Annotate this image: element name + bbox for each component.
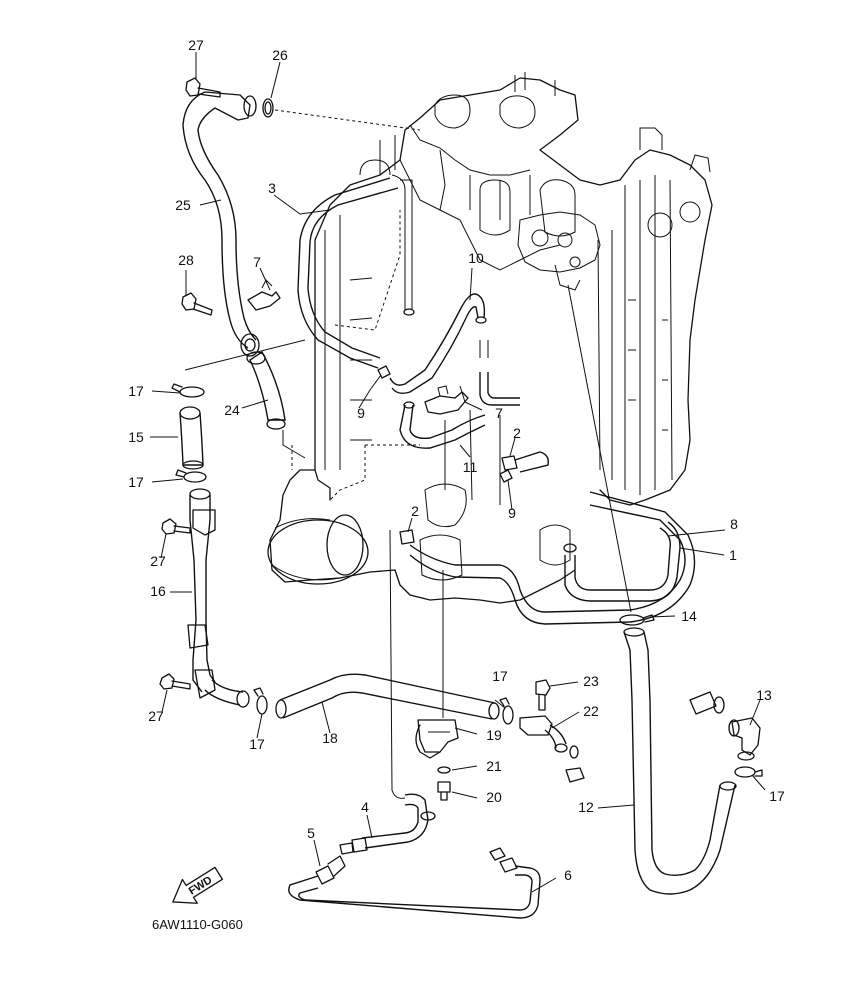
part-17-clamp-c — [253, 687, 268, 715]
part-22-elbow — [519, 715, 579, 759]
guide-line-4 — [389, 529, 406, 799]
callout-4: 4 — [361, 799, 369, 815]
part-18-hose — [275, 673, 500, 720]
part-17-clamp-e — [734, 766, 763, 778]
callout-24: 24 — [224, 402, 240, 418]
callout-27-mid: 27 — [150, 553, 166, 569]
part-27-bolt-top — [185, 77, 221, 98]
part-6-hose — [288, 847, 541, 919]
leader-lines — [150, 52, 766, 893]
part-11-hose — [399, 401, 486, 449]
part-4-hose — [339, 793, 436, 855]
callout-26: 26 — [272, 47, 288, 63]
callout-8: 8 — [730, 516, 738, 532]
part-26-o-ring — [262, 98, 274, 118]
part-20-bolt — [437, 781, 451, 801]
callout-20: 20 — [486, 789, 502, 805]
dashed-guide-26 — [274, 109, 421, 131]
callout-14: 14 — [681, 608, 697, 624]
guide-line-24b — [282, 430, 306, 459]
callout-15: 15 — [128, 429, 144, 445]
part-small-cap — [565, 767, 585, 783]
callout-17-c: 17 — [249, 736, 265, 752]
callout-2-upper: 2 — [513, 425, 521, 441]
part-12-hose — [623, 627, 737, 895]
fwd-label: FWD — [187, 874, 215, 897]
part-28-bolt — [181, 292, 213, 316]
callout-7-upper: 7 — [253, 254, 261, 270]
part-21-washer — [437, 766, 451, 774]
callout-10: 10 — [468, 250, 484, 266]
callout-27-low: 27 — [148, 708, 164, 724]
part-3-hose — [297, 174, 415, 369]
callout-27-top: 27 — [188, 37, 204, 53]
callout-22: 22 — [583, 703, 599, 719]
part-7-clip-lower — [424, 385, 469, 415]
callout-16: 16 — [150, 583, 166, 599]
callout-28: 28 — [178, 252, 194, 268]
part-27-bolt-mid — [161, 518, 191, 535]
part-17-clamp-b — [175, 469, 207, 483]
callout-2-lower: 2 — [411, 503, 419, 519]
engine-block — [267, 72, 713, 604]
callout-3: 3 — [268, 180, 276, 196]
guide-line-24 — [184, 339, 306, 371]
callout-13: 13 — [756, 687, 772, 703]
part-8-hose — [563, 521, 681, 602]
callout-25: 25 — [175, 197, 191, 213]
callout-1: 1 — [729, 547, 737, 563]
part-17-clamp-d — [499, 697, 514, 725]
callout-9-left: 9 — [357, 405, 365, 421]
part-14-clamp — [619, 614, 655, 626]
part-13-elbow — [689, 691, 761, 761]
callout-19: 19 — [486, 727, 502, 743]
part-2-fitting-upper — [501, 451, 550, 473]
callout-6: 6 — [564, 867, 572, 883]
callout-12: 12 — [578, 799, 594, 815]
fwd-arrow-icon: FWD — [172, 866, 224, 904]
part-23-bolt — [535, 679, 551, 711]
part-17-clamp-a — [171, 383, 205, 398]
callout-17-b: 17 — [128, 474, 144, 490]
callout-labels: 27 26 3 25 28 7 10 17 24 9 7 2 15 11 17 … — [128, 37, 785, 883]
part-15-hose — [179, 406, 204, 470]
callout-17-a: 17 — [128, 383, 144, 399]
callout-11: 11 — [463, 459, 478, 475]
drawing-code: 6AW1110-G060 — [152, 917, 243, 932]
guide-line-12 — [567, 284, 632, 613]
part-2-fitting-lower — [399, 529, 415, 545]
part-10-hose — [389, 293, 520, 406]
callout-5: 5 — [307, 825, 315, 841]
callout-7-lower: 7 — [495, 405, 503, 421]
part-27-bolt-low — [159, 673, 191, 690]
part-7-clip-upper — [247, 279, 281, 311]
callout-9-right: 9 — [508, 505, 516, 521]
callout-18: 18 — [322, 730, 338, 746]
callout-17-d: 17 — [492, 668, 508, 684]
part-1-hose — [409, 491, 696, 625]
part-16-pipe — [187, 488, 250, 708]
callout-17-e: 17 — [769, 788, 785, 804]
part-24-hose — [246, 350, 286, 430]
callout-23: 23 — [583, 673, 599, 689]
part-5-connector — [315, 855, 346, 885]
part-25-hose — [182, 91, 260, 357]
part-19-bracket — [415, 719, 459, 759]
callout-21: 21 — [486, 758, 502, 774]
